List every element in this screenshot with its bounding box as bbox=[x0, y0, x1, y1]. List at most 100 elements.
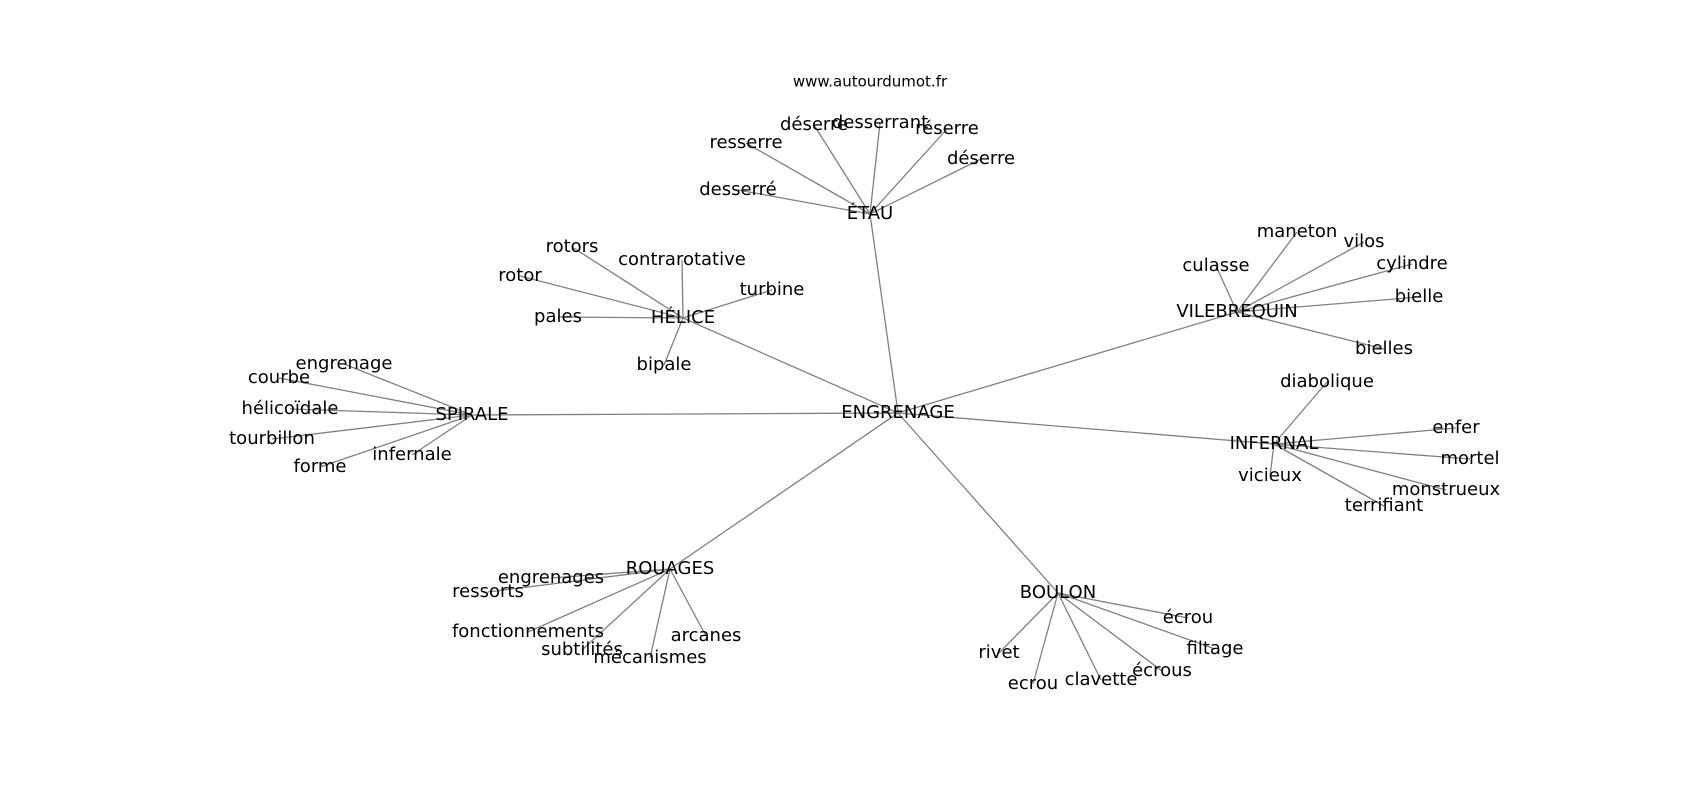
leaf-node-label: rotors bbox=[546, 236, 599, 257]
edge-vilebrequin-leaf-3 bbox=[1236, 263, 1413, 313]
edge-vilebrequin-leaf-5 bbox=[1236, 311, 1385, 350]
graph-edges bbox=[271, 122, 1471, 685]
edge-vilebrequin-leaf-0 bbox=[1215, 265, 1238, 313]
leaf-node-label: bielle bbox=[1395, 286, 1444, 307]
leaf-node-label: pales bbox=[534, 306, 582, 327]
edge-vilebrequin-leaf-2 bbox=[1236, 241, 1365, 313]
leaf-node-label: bielles bbox=[1355, 338, 1413, 359]
edge-vilebrequin-leaf-1 bbox=[1236, 231, 1298, 313]
leaf-node-label: écrous bbox=[1132, 660, 1192, 681]
edge-boulon-leaf-2 bbox=[1057, 592, 1163, 672]
leaf-node-label: mécanismes bbox=[593, 647, 706, 668]
leaf-node-label: écrou bbox=[1163, 607, 1213, 628]
edge-rouages-leaf-1 bbox=[487, 568, 671, 593]
leaf-node-label: forme bbox=[293, 456, 346, 477]
edge-infernal-leaf-3 bbox=[1273, 443, 1447, 491]
leaf-node-label: maneton bbox=[1257, 221, 1338, 242]
edge-center-rouages bbox=[669, 412, 899, 570]
edge-vilebrequin-leaf-4 bbox=[1236, 296, 1420, 313]
leaf-node-label: desserrant bbox=[832, 112, 928, 133]
edge-boulon-leaf-0 bbox=[1057, 592, 1189, 619]
edge-infernal-leaf-1 bbox=[1273, 427, 1457, 445]
edge-etau-leaf-0 bbox=[737, 189, 871, 215]
edge-center-infernal bbox=[897, 412, 1275, 445]
leaf-node-label: desserré bbox=[699, 179, 777, 200]
source-website-label: www.autourdumot.fr bbox=[793, 73, 948, 91]
leaf-node-label: filtage bbox=[1187, 638, 1244, 659]
leaf-node-label: ecrou bbox=[1008, 673, 1058, 694]
leaf-node-label: infernale bbox=[372, 444, 451, 465]
center-node-label: ENGRENAGE bbox=[841, 402, 954, 423]
hub-node-label-infernal: INFERNAL bbox=[1230, 433, 1319, 454]
leaf-node-label: bipale bbox=[637, 354, 692, 375]
edge-rouages-leaf-0 bbox=[550, 568, 671, 579]
edge-helice-leaf-1 bbox=[681, 259, 684, 319]
leaf-node-label: diabolique bbox=[1280, 371, 1374, 392]
edge-rouages-leaf-3 bbox=[581, 568, 671, 651]
leaf-node-label: enfer bbox=[1432, 417, 1480, 438]
edge-rouages-leaf-5 bbox=[669, 568, 707, 637]
leaf-node-label: turbine bbox=[740, 279, 805, 300]
leaf-node-label: vicieux bbox=[1238, 465, 1302, 486]
edge-boulon-leaf-1 bbox=[1057, 592, 1216, 650]
leaf-node-label: rivet bbox=[978, 642, 1019, 663]
leaf-node-label: engrenage bbox=[296, 353, 393, 374]
leaf-node-label: ressorts bbox=[452, 581, 524, 602]
edge-boulon-leaf-3 bbox=[1057, 592, 1102, 681]
hub-node-label-helice: HÉLICE bbox=[651, 306, 715, 328]
edge-rouages-leaf-4 bbox=[649, 568, 671, 659]
leaf-node-label: arcanes bbox=[671, 625, 742, 646]
leaf-node-label: vilos bbox=[1343, 231, 1384, 252]
leaf-node-label: resserre bbox=[709, 132, 782, 153]
edge-helice-leaf-0 bbox=[571, 246, 684, 319]
edge-etau-leaf-5 bbox=[869, 158, 982, 215]
edge-rouages-leaf-2 bbox=[527, 568, 671, 633]
leaf-node-label: monstrueux bbox=[1392, 479, 1501, 500]
leaf-node-label: déserre bbox=[780, 114, 848, 135]
edge-spirale-leaf-3 bbox=[271, 414, 473, 440]
edge-center-boulon bbox=[897, 412, 1059, 594]
hub-node-label-vilebrequin: VILEBREQUIN bbox=[1176, 301, 1297, 322]
hub-node-label-spirale: SPIRALE bbox=[435, 404, 508, 425]
edge-spirale-leaf-1 bbox=[278, 377, 473, 416]
leaf-node-label: fonctionnements bbox=[452, 621, 604, 642]
edge-helice-leaf-2 bbox=[519, 275, 684, 319]
edge-spirale-leaf-5 bbox=[411, 414, 473, 456]
graph-nodes: ENGRENAGE desserré resserredéserredesserra… bbox=[229, 112, 1500, 694]
hub-node-label-etau: ÉTAU bbox=[847, 202, 893, 224]
edge-center-vilebrequin bbox=[897, 311, 1238, 414]
hub-node-label-rouages: ROUAGES bbox=[626, 558, 715, 579]
edge-etau-leaf-3 bbox=[869, 122, 881, 215]
edge-boulon-leaf-4 bbox=[1032, 592, 1059, 685]
edge-infernal-leaf-4 bbox=[1273, 443, 1385, 507]
edge-center-etau bbox=[869, 213, 899, 414]
leaf-node-label: contrarotative bbox=[618, 249, 746, 270]
edge-boulon-leaf-5 bbox=[998, 592, 1059, 654]
leaf-node-label: terrifiant bbox=[1345, 495, 1423, 516]
leaf-node-label: culasse bbox=[1182, 255, 1249, 276]
leaf-node-label: tourbillon bbox=[229, 428, 315, 449]
leaf-node-label: courbe bbox=[248, 367, 310, 388]
edge-helice-leaf-3 bbox=[682, 289, 773, 319]
edge-helice-leaf-4 bbox=[557, 316, 684, 319]
edge-infernal-leaf-5 bbox=[1269, 443, 1275, 477]
edge-spirale-leaf-0 bbox=[343, 363, 473, 416]
edge-center-helice bbox=[682, 317, 899, 414]
hub-node-label-boulon: BOULON bbox=[1020, 582, 1096, 603]
edge-spirale-leaf-2 bbox=[289, 408, 473, 416]
leaf-node-label: mortel bbox=[1440, 448, 1499, 469]
edge-spirale-leaf-4 bbox=[319, 414, 473, 468]
edge-helice-leaf-5 bbox=[663, 317, 684, 366]
edge-infernal-leaf-0 bbox=[1273, 381, 1328, 445]
edge-center-spirale bbox=[471, 412, 899, 416]
leaf-node-label: clavette bbox=[1065, 669, 1138, 690]
leaf-node-label: cylindre bbox=[1376, 253, 1447, 274]
edge-etau-leaf-4 bbox=[869, 128, 948, 215]
edge-etau-leaf-1 bbox=[745, 142, 871, 215]
leaf-node-label: rotor bbox=[498, 265, 542, 286]
leaf-node-label: hélicoïdale bbox=[242, 398, 339, 419]
edge-etau-leaf-2 bbox=[813, 124, 871, 215]
leaf-node-label: engrenages bbox=[498, 567, 604, 588]
edge-infernal-leaf-2 bbox=[1273, 443, 1471, 460]
